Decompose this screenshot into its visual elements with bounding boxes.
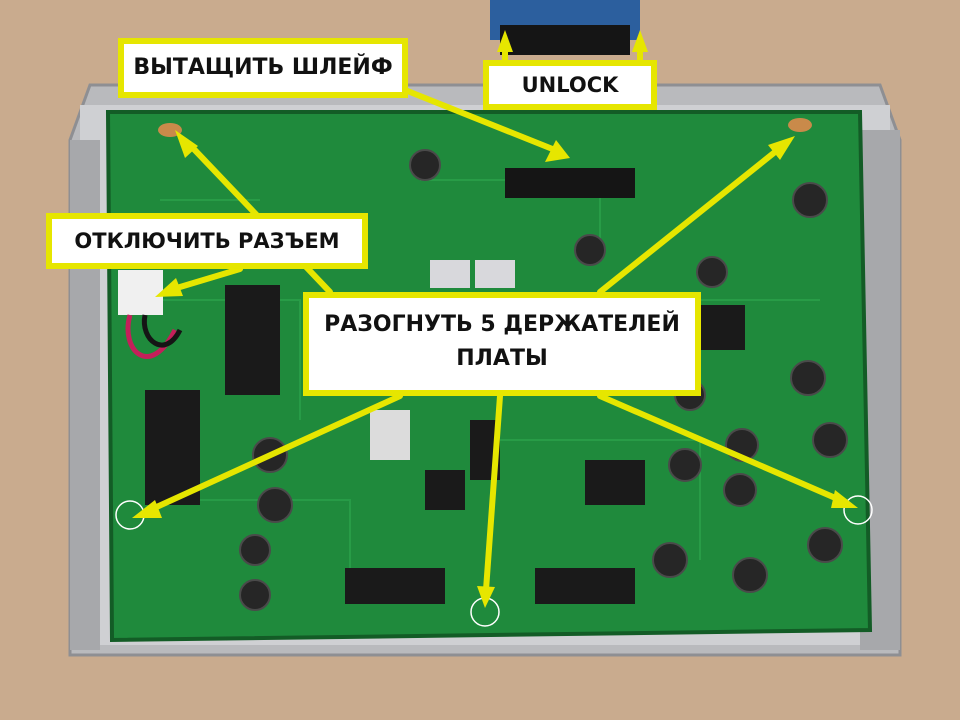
pull-cable-callout: ВЫТАЩИТЬ ШЛЕЙФ <box>118 38 408 98</box>
unbend-holders-label-line2: ПЛАТЫ <box>456 346 548 371</box>
pull-cable-label: ВЫТАЩИТЬ ШЛЕЙФ <box>133 55 393 80</box>
unlock-label: UNLOCK <box>521 73 619 97</box>
unbend-holders-label-line1: РАЗОГНУТЬ 5 ДЕРЖАТЕЛЕЙ <box>324 312 680 337</box>
disconnect-connector-callout: ОТКЛЮЧИТЬ РАЗЪЕМ <box>46 213 368 269</box>
power-connector <box>118 270 163 315</box>
unbend-holders-callout: РАЗОГНУТЬ 5 ДЕРЖАТЕЛЕЙ ПЛАТЫ <box>303 292 701 396</box>
disconnect-connector-label: ОТКЛЮЧИТЬ РАЗЪЕМ <box>74 229 340 253</box>
unlock-callout: UNLOCK <box>483 60 657 110</box>
